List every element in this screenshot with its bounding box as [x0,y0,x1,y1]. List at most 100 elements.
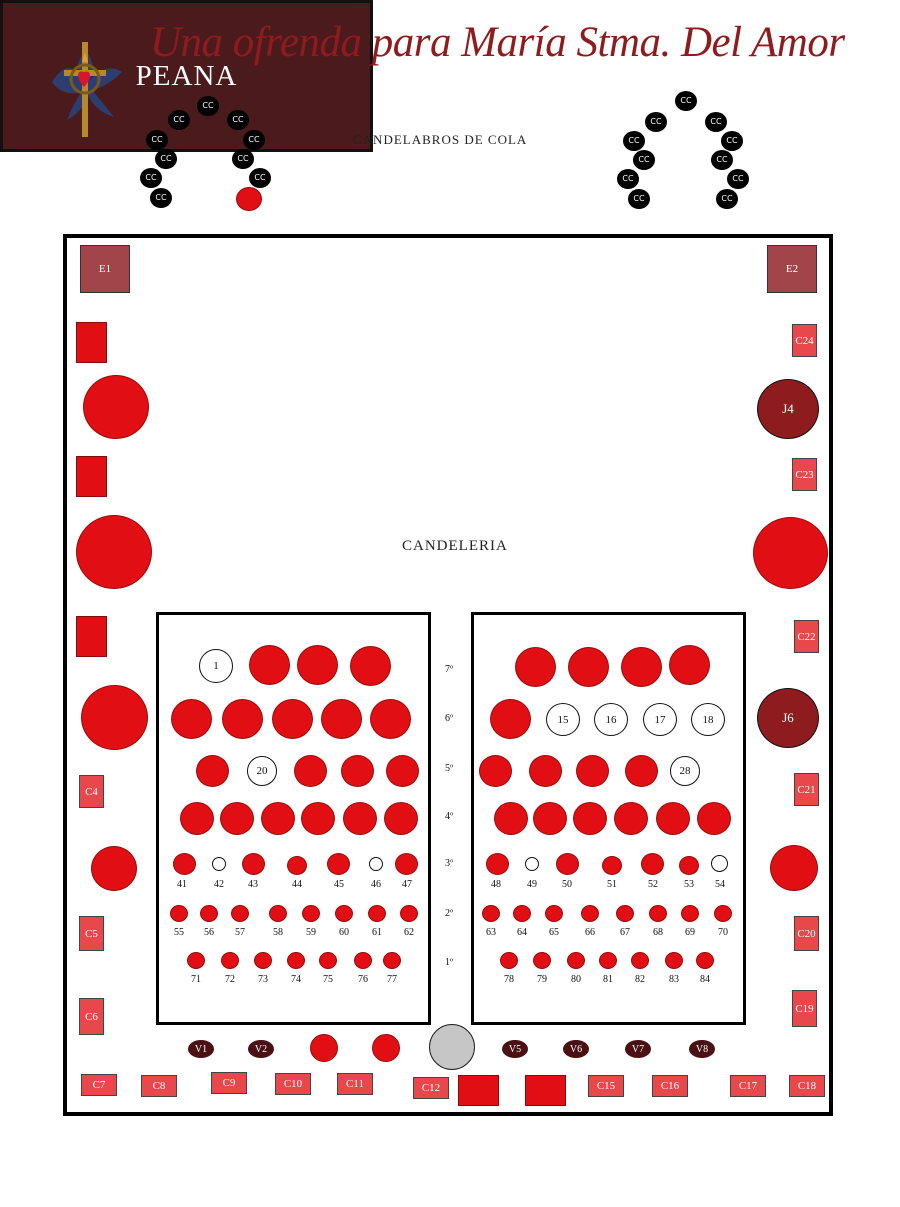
large-red-candle [81,685,148,750]
cc-candle: CC [711,150,733,170]
red-candle [171,699,212,739]
row-label-7: 7º [445,664,454,675]
red-candle [220,802,254,835]
red-candle [770,845,818,891]
box-c20: C20 [794,916,819,951]
box-c23: C23 [792,458,817,491]
candle-number: 68 [653,927,663,938]
candeleria-label: CANDELERIA [402,538,508,554]
red-candle [269,905,287,922]
grey-candle [429,1024,475,1070]
red-candle [533,952,551,969]
candle-number: 80 [571,974,581,985]
candle-number: 73 [258,974,268,985]
row-label-1: 1º [445,957,454,968]
red-candle [529,755,562,787]
red-candle [341,755,374,787]
red-candle [297,645,338,685]
red-candle [649,905,667,922]
row-label-3: 3º [445,858,454,869]
red-candle [513,905,531,922]
red-candle [567,952,585,969]
red-candle [616,905,634,922]
red-candle [261,802,295,835]
small-white-candle [525,857,539,871]
red-candle [91,846,137,891]
candle-number: 50 [562,879,572,890]
red-candle [327,853,350,875]
red-candle [486,853,509,875]
red-candle [370,699,411,739]
red-candle [383,952,401,969]
candle-number: 54 [715,879,725,890]
red-candle [556,853,579,875]
candle-number: 81 [603,974,613,985]
red-candle [231,905,249,922]
white-candle-18: 18 [691,703,725,736]
cc-candle: CC [716,189,738,209]
box-c16: C16 [652,1075,688,1097]
red-candle [384,802,418,835]
candle-number: 59 [306,927,316,938]
red-candle [621,647,662,687]
red-candle [368,905,386,922]
cc-candle: CC [675,91,697,111]
cc-candle: CC [155,149,177,169]
box-c22: C22 [794,620,819,653]
row-label-6: 6º [445,713,454,724]
box-c10: C10 [275,1073,311,1095]
dark-candle-j6: J6 [757,688,819,748]
cc-candle: CC [645,112,667,132]
red-candle [272,699,313,739]
red-candle [287,952,305,969]
red-candle [625,755,658,787]
red-candle [170,905,188,922]
candle-number: 41 [177,879,187,890]
red-candle [656,802,690,835]
red-candle [696,952,714,969]
box-c7: C7 [81,1074,117,1096]
red-candle [335,905,353,922]
cc-candle: CC [140,168,162,188]
large-red-candle [83,375,149,439]
cc-candle: CC [628,189,650,209]
row-label-5: 5º [445,763,454,774]
red-candle [545,905,563,922]
cc-candle: CC [633,150,655,170]
candle-number: 70 [718,927,728,938]
candle-number: 58 [273,927,283,938]
red-candle [500,952,518,969]
candle-number: 66 [585,927,595,938]
candelabros-de-cola-label: CANDELABROS DE COLA [353,132,528,147]
candle-number: 65 [549,927,559,938]
cc-candle: CC [227,110,249,130]
red-candle [400,905,418,922]
red-candle [242,853,265,875]
box-c19: C19 [792,990,817,1027]
candle-number: 77 [387,974,397,985]
red-candle [515,647,556,687]
red-candle [386,755,419,787]
candle-number: 45 [334,879,344,890]
cc-candle: CC [232,149,254,169]
red-square-candle [76,456,107,497]
box-c21: C21 [794,773,819,806]
red-candle [568,647,609,687]
row-label-2: 2º [445,908,454,919]
white-candle-1: 1 [199,649,233,683]
dark-candle-j4: J4 [757,379,819,439]
small-white-candle [369,857,383,871]
red-candle [714,905,732,922]
box-c4: C4 [79,775,104,808]
red-square-candle [76,322,107,363]
red-candle [222,699,263,739]
candle-number: 57 [235,927,245,938]
large-red-candle [76,515,152,589]
red-candle [354,952,372,969]
red-candle [679,856,699,875]
sacred-heart-crown-of-thorns-icon [52,42,122,137]
red-candle [187,952,205,969]
vela-v5: V5 [502,1040,528,1058]
red-candle [576,755,609,787]
red-candle [669,645,710,685]
